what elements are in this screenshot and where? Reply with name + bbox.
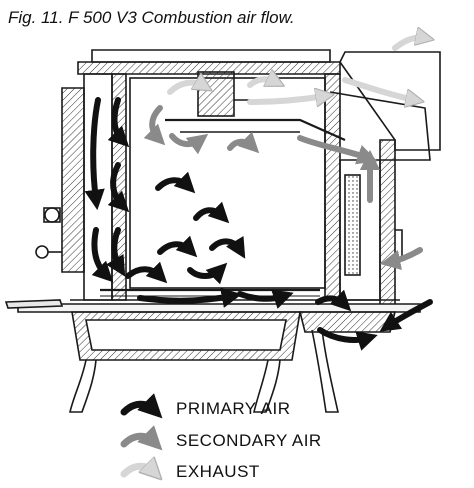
primary-air-arrow	[209, 236, 246, 259]
exhaust-arrow	[167, 83, 204, 95]
exhaust-icon	[120, 466, 154, 474]
legend: PRIMARY AIR SECONDARY AIR EXHAUST	[120, 393, 322, 481]
secondary-air-arrow	[379, 247, 423, 270]
primary-air-arrow	[107, 97, 130, 148]
primary-air-arrow	[187, 262, 228, 285]
secondary-air-arrow	[227, 131, 260, 154]
primary-air-icon	[120, 393, 163, 419]
legend-label-primary-air: PRIMARY AIR	[176, 399, 290, 418]
exhaust-arrow	[342, 77, 415, 100]
primary-air-arrow	[84, 97, 105, 211]
secondary-air-arrow	[143, 105, 166, 146]
secondary-air-icon	[120, 425, 163, 451]
primary-air-arrow	[157, 235, 198, 258]
secondary-air-arrow	[169, 133, 209, 155]
primary-air-arrow	[315, 289, 352, 312]
exhaust-arrow	[247, 79, 276, 88]
secondary-air-arrows	[143, 105, 423, 270]
exhaust-arrow	[247, 96, 325, 102]
legend-label-secondary-air: SECONDARY AIR	[176, 431, 322, 450]
legend-item-secondary-air: SECONDARY AIR	[120, 425, 322, 451]
primary-air-arrow	[137, 287, 243, 308]
legend-item-primary-air: PRIMARY AIR	[120, 393, 290, 419]
exhaust-arrow	[392, 37, 425, 51]
primary-air-arrow	[155, 171, 196, 194]
exhaust-arrows	[167, 37, 425, 102]
stove-body	[4, 49, 441, 413]
legend-label-exhaust: EXHAUST	[176, 462, 260, 481]
primary-air-arrow	[379, 299, 433, 332]
primary-air-arrow	[193, 201, 230, 224]
legend-item-exhaust: EXHAUST	[120, 462, 260, 481]
primary-air-arrow	[237, 289, 294, 309]
primary-air-arrow	[107, 162, 130, 213]
primary-air-arrow	[317, 327, 378, 351]
primary-air-arrow	[106, 227, 126, 277]
primary-air-arrows	[84, 97, 433, 351]
primary-air-arrow	[125, 261, 168, 284]
figure-caption: Fig. 11. F 500 V3 Combustion air flow.	[8, 8, 295, 27]
primary-air-arrow	[91, 227, 114, 283]
